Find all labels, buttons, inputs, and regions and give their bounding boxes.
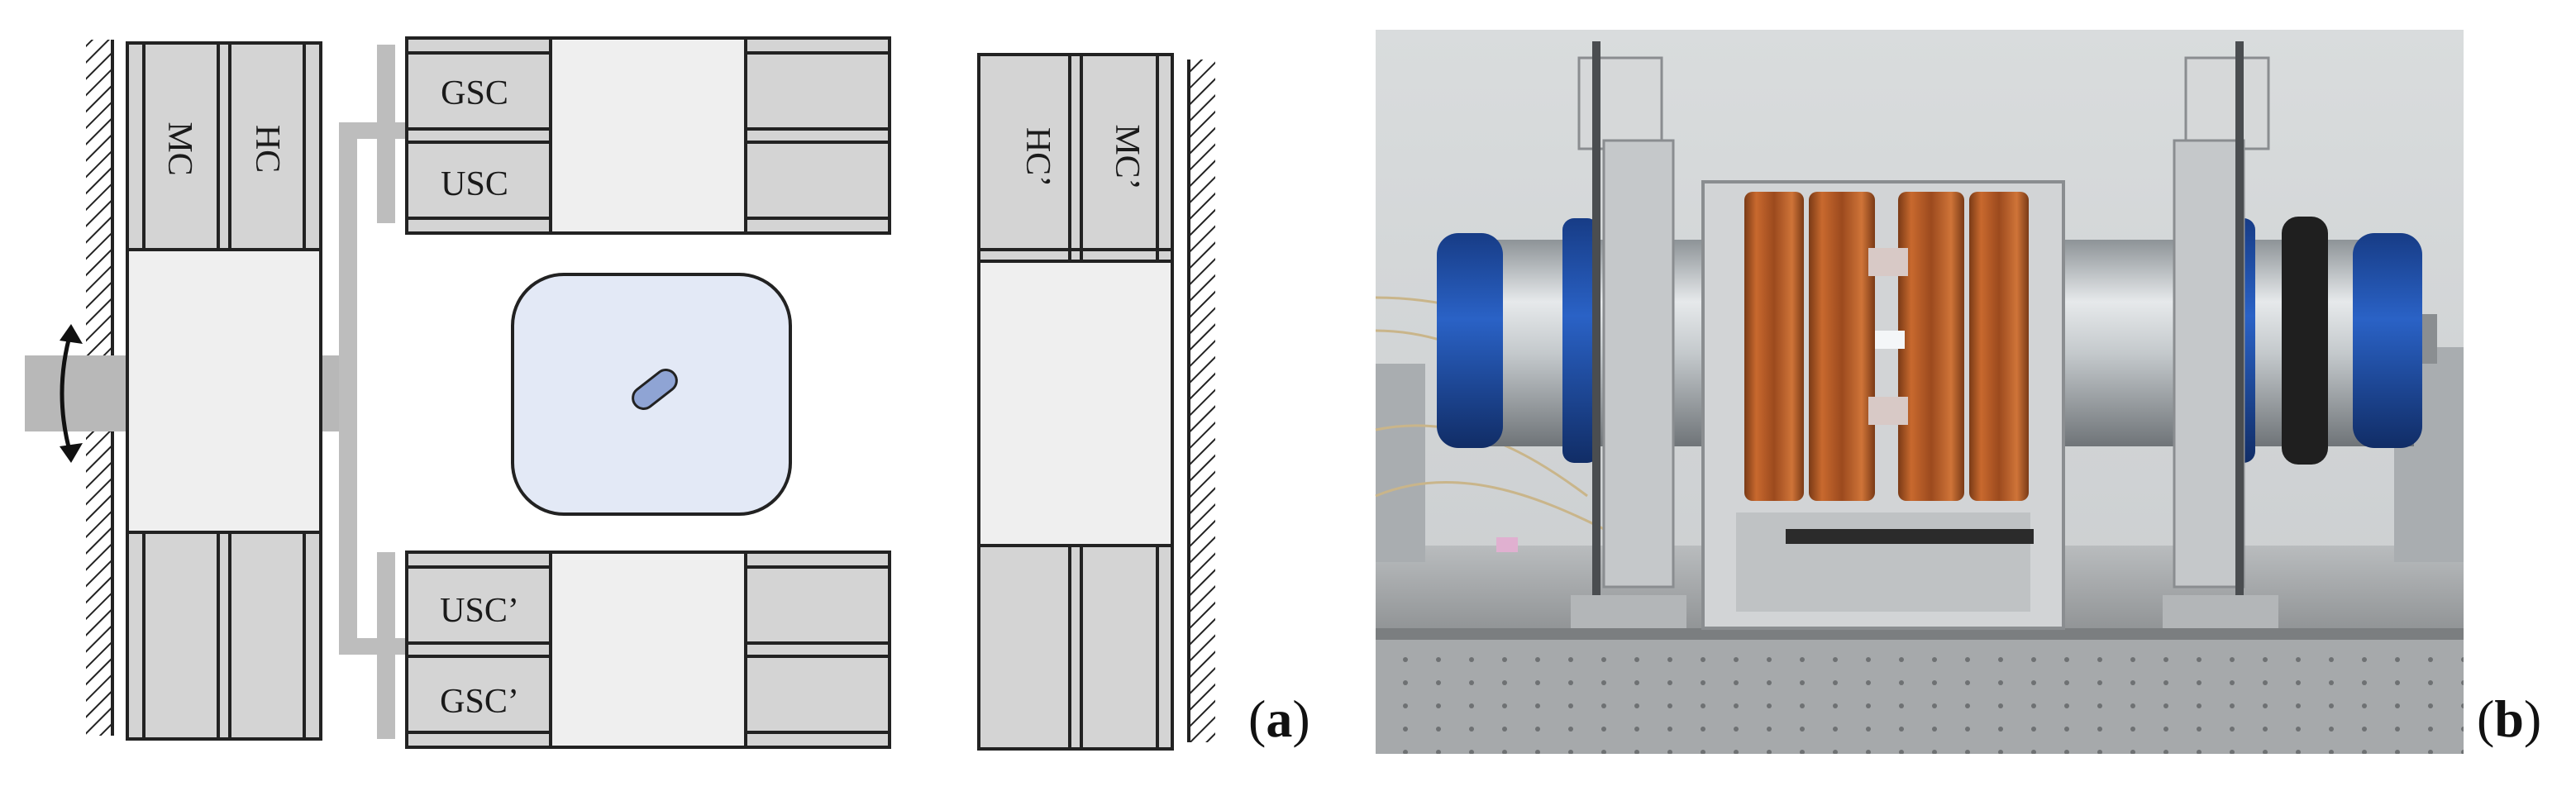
rotation-arrow (60, 324, 83, 463)
support-clamps (1571, 41, 2278, 628)
left-blue-flange (1437, 233, 1503, 448)
right-blue-flange (2353, 233, 2422, 448)
coil-schematic-diagram: MC HC GSC USC USC’ GSC’ (25, 36, 1215, 751)
bottom-coil-stack (405, 551, 891, 749)
usc-prime-label: USC’ (440, 592, 519, 630)
panel-a-letter: (a) (1248, 689, 1310, 748)
gsc-prime-label: GSC’ (440, 683, 519, 721)
schematic-panel: MC HC GSC USC USC’ GSC’ (25, 36, 1310, 751)
target-volume (511, 273, 792, 516)
panel-b-letter: (b) (2477, 689, 2542, 748)
left-coil-stack (126, 41, 322, 741)
photo-panel: (b) (1356, 0, 2576, 792)
copper-coils (1744, 192, 2029, 501)
gsc-label: GSC (441, 74, 508, 112)
hc-prime-label: HC’ (1018, 127, 1057, 187)
bracket-frame (339, 45, 405, 739)
hc-label: HC (248, 125, 286, 173)
right-coil-stack (977, 53, 1174, 751)
terminal-strip (1786, 529, 2034, 544)
mc-label: MC (160, 122, 198, 175)
sample (632, 369, 678, 410)
right-wall (1187, 60, 1215, 742)
top-coil-stack (405, 36, 891, 235)
mc-prime-label: MC’ (1108, 124, 1146, 189)
gear-ring (2282, 217, 2328, 465)
usc-label: USC (441, 165, 508, 203)
apparatus-photo (1375, 30, 2464, 754)
